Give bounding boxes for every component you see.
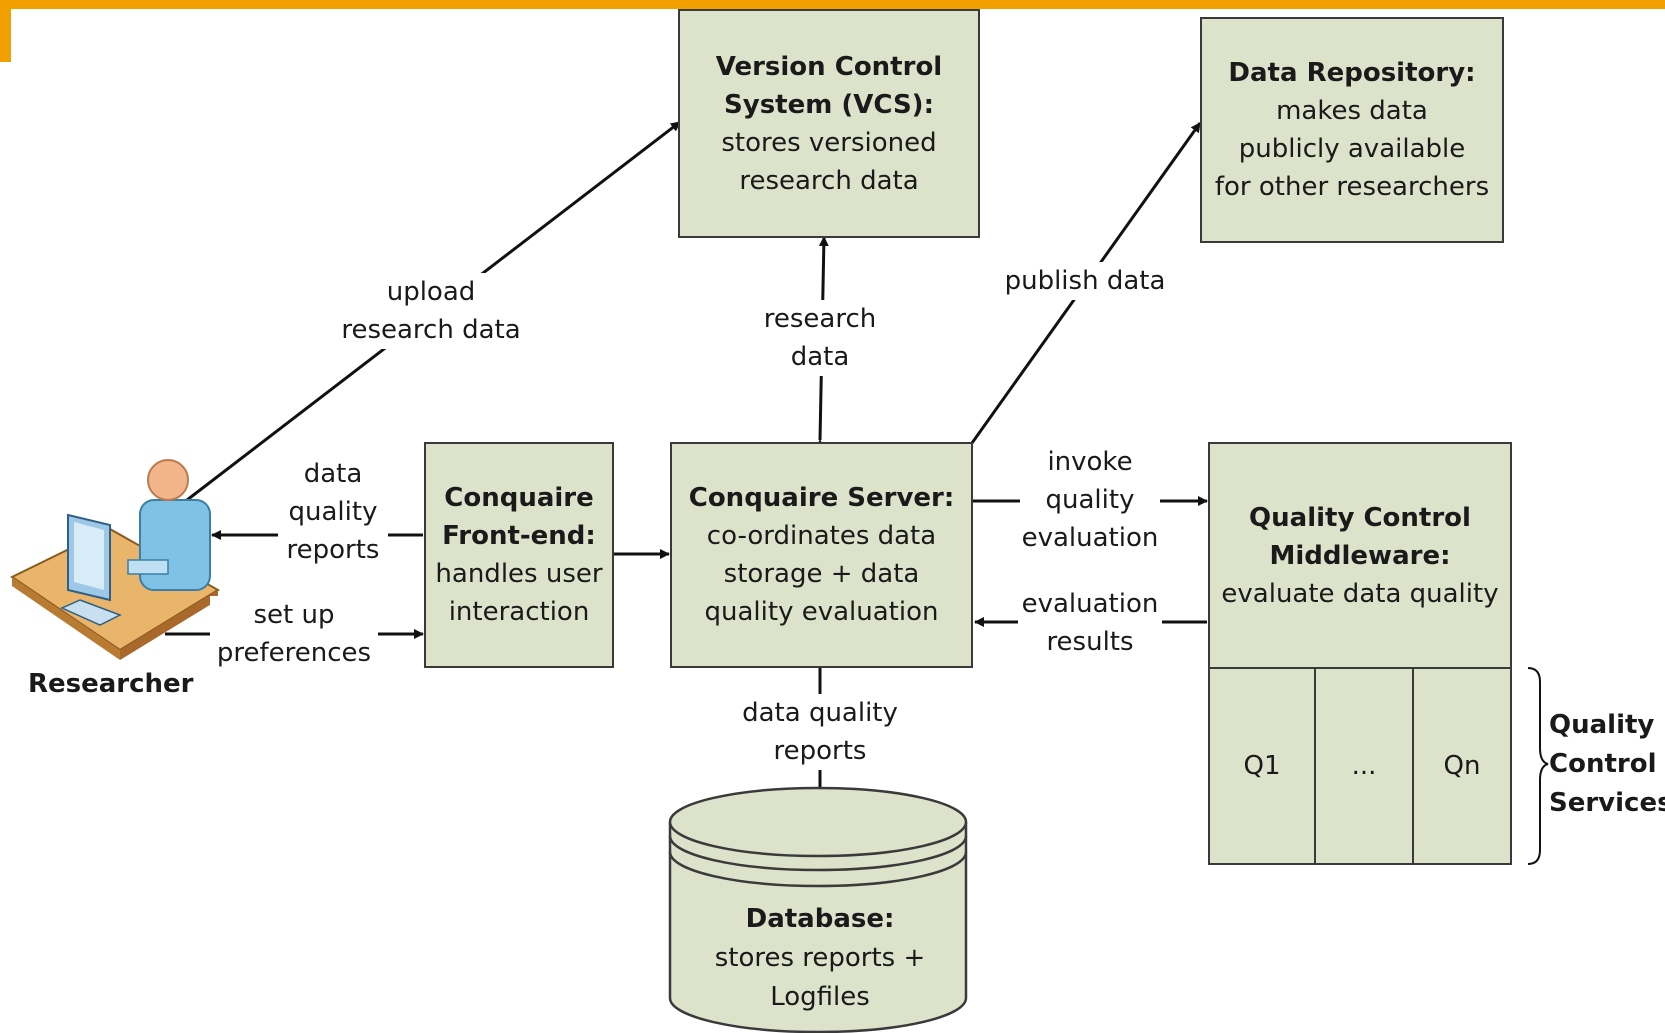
label-setup-1: set up — [253, 600, 335, 630]
qc-services-label-3: Services — [1549, 788, 1665, 818]
label-invoke: invoke quality evaluation — [1020, 443, 1160, 557]
top-accent-bar — [0, 0, 1665, 9]
qc-service-ellipsis: ... — [1314, 667, 1414, 865]
label-setup-2: preferences — [216, 638, 372, 668]
middleware-desc-1: evaluate data quality — [1221, 578, 1499, 609]
vcs-title: Version Control — [715, 51, 943, 82]
label-dq-left: data quality reports — [278, 455, 388, 569]
qc-service-q1: Q1 — [1208, 667, 1316, 865]
label-dq-db: data quality reports — [730, 694, 910, 770]
researcher-label: Researcher — [28, 669, 194, 699]
repo-box: Data Repository: makes data publicly ava… — [1200, 17, 1504, 243]
label-upload-1: upload — [386, 277, 476, 307]
server-box: Conquaire Server: co-ordinates data stor… — [670, 442, 973, 668]
server-desc-3: quality evaluation — [704, 597, 939, 627]
qc-services-label: Quality Control Services — [1549, 706, 1665, 823]
label-invoke-1: invoke — [1047, 447, 1133, 477]
repo-desc-1: makes data — [1276, 96, 1428, 126]
vcs-desc-1: stores versioned — [721, 127, 937, 158]
label-dq-db-2: reports — [773, 736, 867, 766]
label-dq-left-3: reports — [286, 535, 380, 565]
label-invoke-2: quality — [1045, 485, 1135, 515]
middleware-title-1: Quality Control — [1249, 502, 1471, 533]
repo-title: Data Repository: — [1228, 58, 1476, 88]
label-research-data: research data — [755, 300, 885, 376]
label-upload-2: research data — [341, 315, 521, 345]
qc-service-ellipsis-label: ... — [1351, 751, 1377, 781]
label-results-1: evaluation — [1021, 589, 1159, 619]
qc-service-qn-label: Qn — [1443, 751, 1481, 781]
qc-services-label-1: Quality — [1549, 710, 1655, 740]
server-desc-1: co-ordinates data — [706, 521, 937, 551]
qc-service-qn: Qn — [1412, 667, 1512, 865]
label-results-2: results — [1046, 627, 1134, 657]
label-setup: set up preferences — [210, 596, 378, 672]
label-dq-left-1: data — [303, 459, 363, 489]
label-research-data-1: research — [763, 304, 877, 334]
vcs-title-2: System (VCS): — [724, 89, 934, 120]
server-title: Conquaire Server: — [688, 483, 955, 513]
qc-services-label-2: Control — [1549, 749, 1657, 779]
repo-desc-2: publicly available — [1238, 134, 1466, 164]
frontend-desc-1: handles user — [435, 559, 603, 589]
frontend-box: Conquaire Front-end: handles user intera… — [424, 442, 614, 668]
frontend-desc-2: interaction — [448, 597, 590, 627]
label-upload: upload research data — [336, 273, 526, 349]
database-desc-1: stores reports + — [714, 943, 926, 973]
middleware-title-2: Middleware: — [1269, 540, 1451, 571]
qc-service-q1-label: Q1 — [1243, 751, 1281, 781]
qcs-brace — [1527, 667, 1549, 865]
top-accent-tab — [0, 0, 11, 62]
vcs-box: Version Control System (VCS): stores ver… — [678, 9, 980, 238]
label-invoke-3: evaluation — [1021, 523, 1159, 553]
server-desc-2: storage + data — [723, 559, 920, 589]
database-desc-2: Logfiles — [770, 982, 870, 1012]
frontend-title-1: Conquaire — [444, 483, 594, 513]
repo-desc-3: for other researchers — [1214, 172, 1490, 202]
label-dq-left-2: quality — [288, 497, 378, 527]
database-title: Database: — [745, 904, 895, 934]
label-dq-db-1: data quality — [742, 698, 898, 728]
label-publish-1: publish data — [1004, 266, 1166, 296]
vcs-desc-2: research data — [739, 165, 919, 196]
label-results: evaluation results — [1018, 585, 1162, 661]
database-cylinder — [668, 786, 968, 1033]
frontend-title-2: Front-end: — [442, 521, 596, 551]
label-research-data-2: data — [790, 342, 850, 372]
database-text: Database: stores reports + Logfiles — [670, 900, 970, 1017]
researcher-figure — [10, 459, 220, 660]
label-publish: publish data — [1000, 262, 1170, 300]
middleware-box: Quality Control Middleware: evaluate dat… — [1208, 442, 1512, 669]
